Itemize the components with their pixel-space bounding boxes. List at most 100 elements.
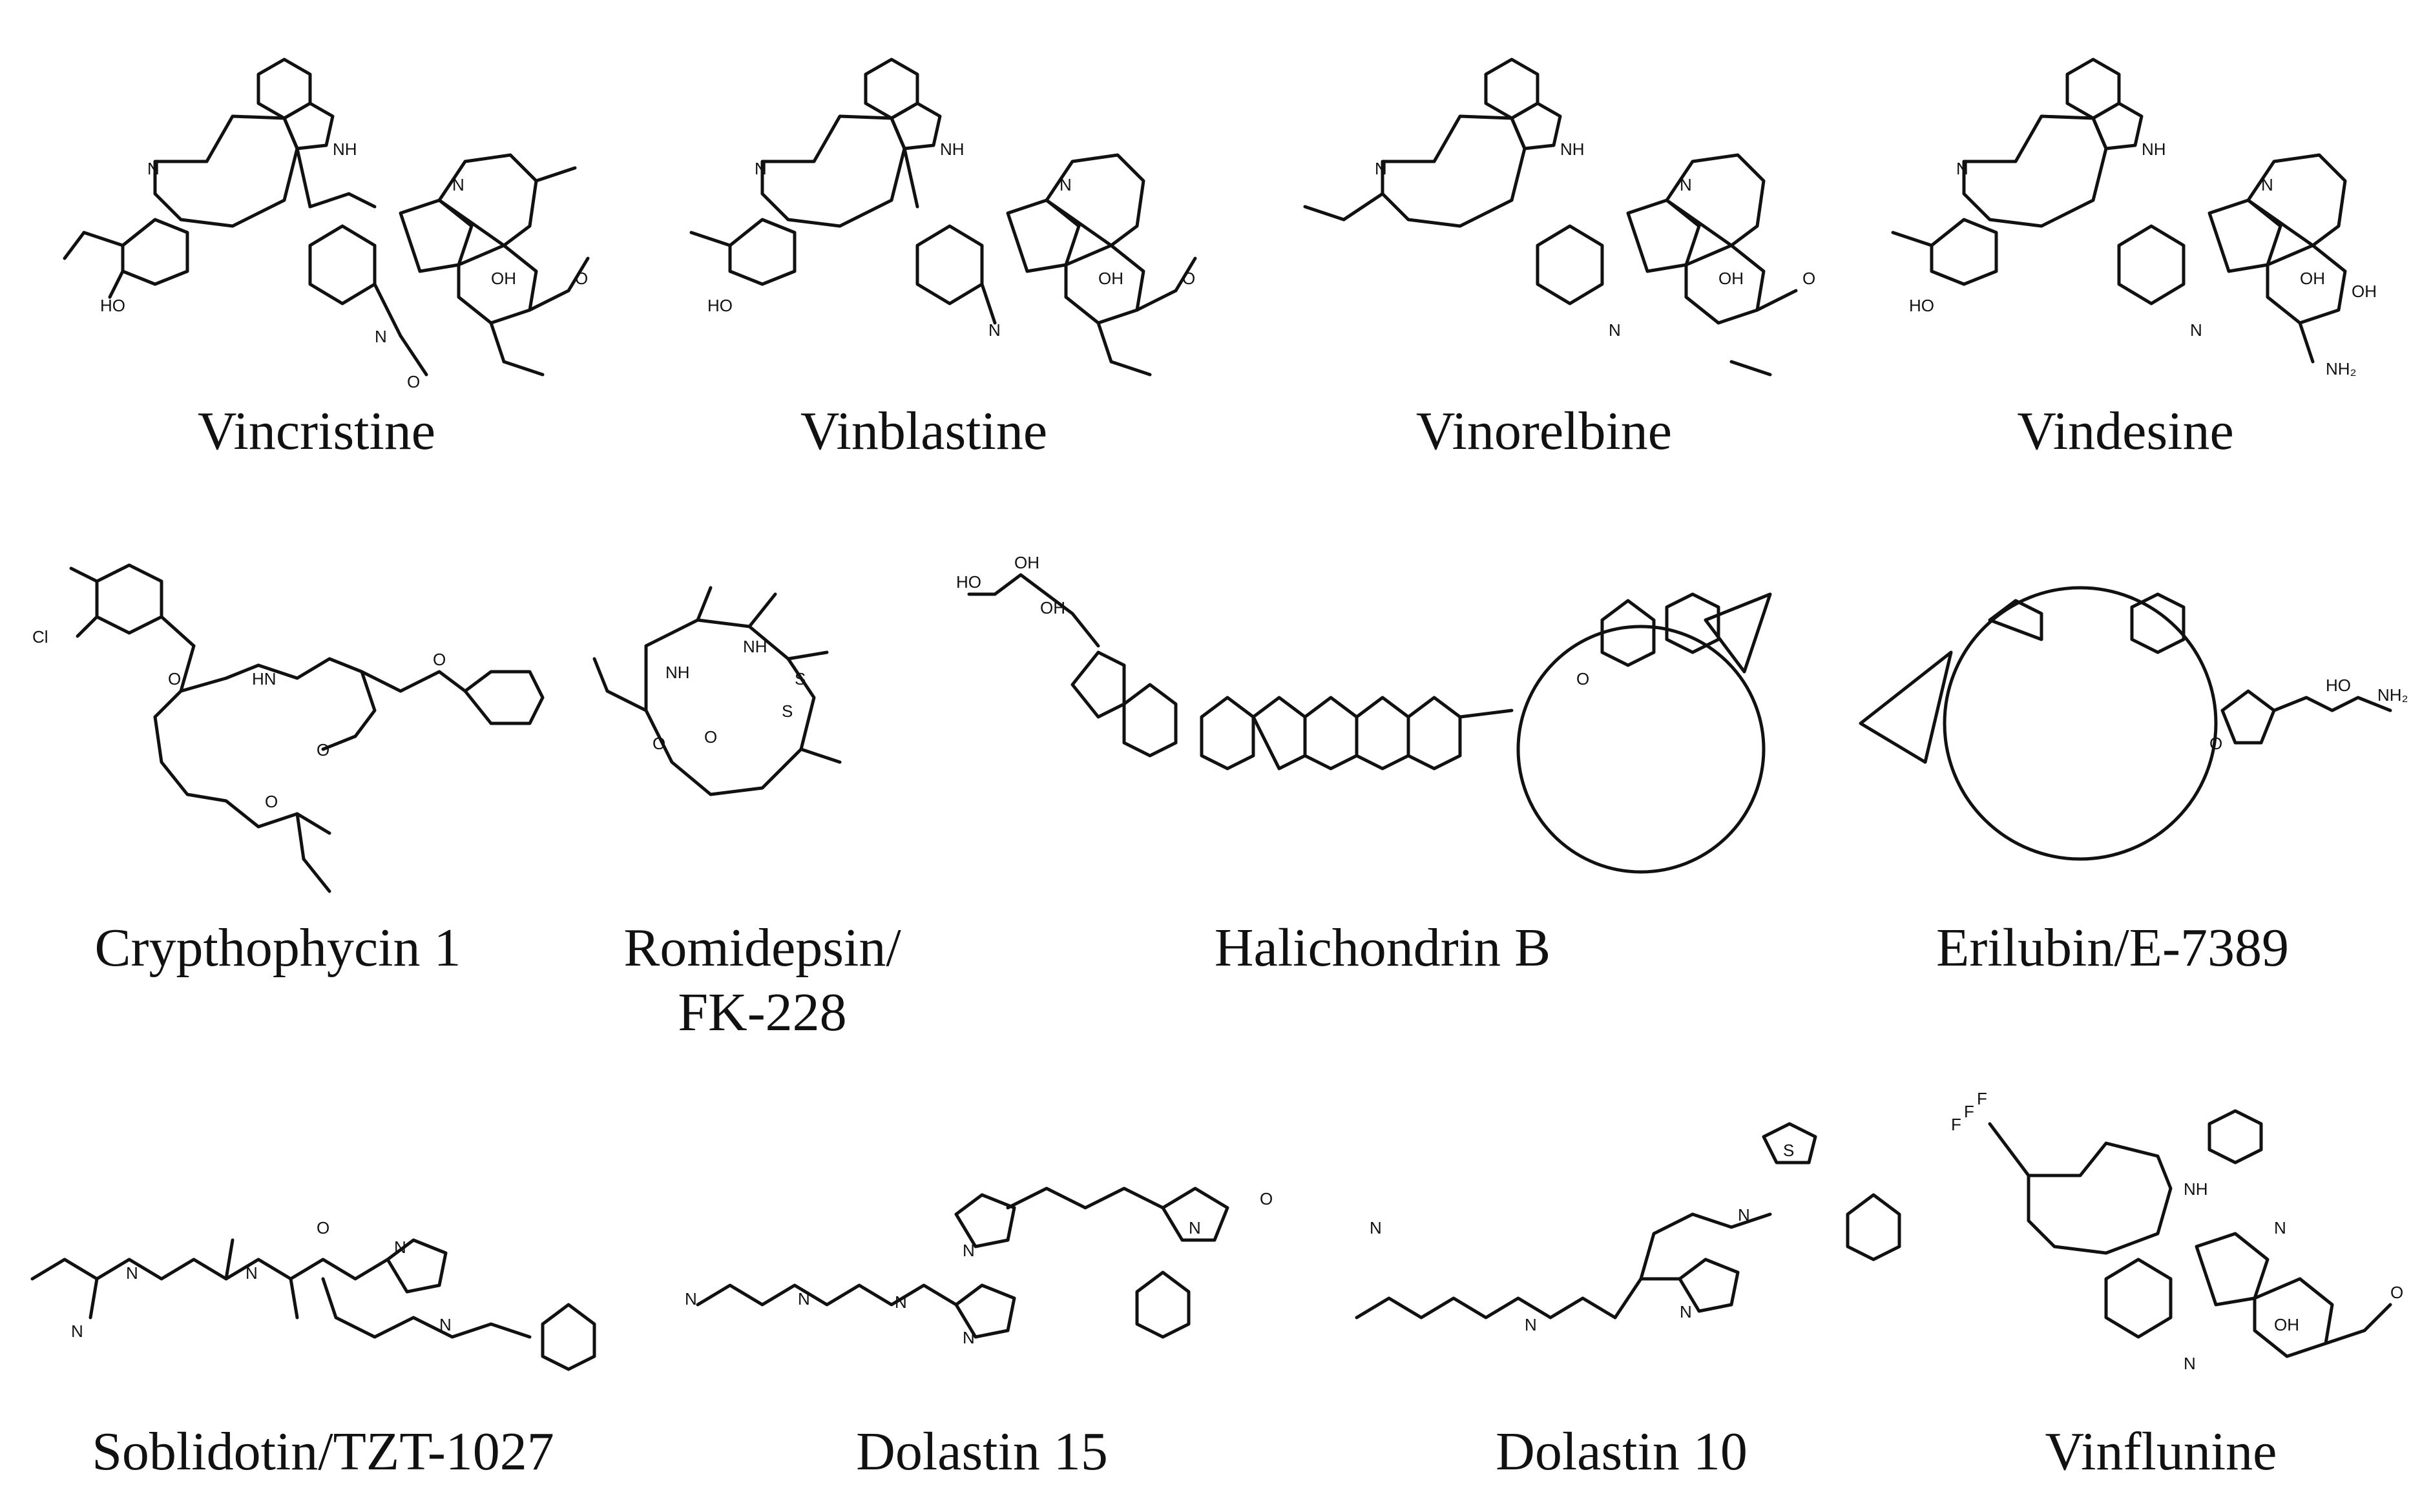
halichondrin-structure: HO OH OH O <box>956 553 1772 874</box>
svg-text:O: O <box>317 740 329 760</box>
svg-text:F: F <box>1951 1115 1961 1134</box>
svg-text:N: N <box>1680 175 1692 194</box>
cryptophycin-structure: Cl O HN O O O <box>32 563 545 893</box>
compound-name: Crypthophycin 1 <box>94 918 461 978</box>
svg-text:N: N <box>1609 320 1621 340</box>
halichondrin-panel: HO OH OH O Halichondrin B <box>956 553 1809 995</box>
svg-text:N: N <box>895 1292 907 1312</box>
svg-text:O: O <box>1576 669 1589 689</box>
svg-text:OH: OH <box>1098 269 1123 288</box>
svg-text:N: N <box>1375 159 1387 178</box>
svg-text:NH: NH <box>333 140 357 159</box>
svg-text:HO: HO <box>100 296 125 315</box>
svg-text:N: N <box>2261 175 2273 194</box>
svg-text:N: N <box>988 320 1001 340</box>
eribulin-structure: HO NH₂ O <box>1859 586 2408 861</box>
compound-name: Dolastin 15 <box>856 1422 1108 1482</box>
svg-text:O: O <box>575 269 588 288</box>
svg-text:N: N <box>439 1315 452 1334</box>
svg-text:Cl: Cl <box>32 627 48 647</box>
dolastatin10-structure: N N N N S <box>1355 1122 1901 1334</box>
svg-text:N: N <box>147 159 160 178</box>
svg-text:N: N <box>452 175 464 194</box>
svg-text:N: N <box>2190 320 2202 340</box>
vindesine-structure: NH N HO N OH OH N NH₂ <box>1891 57 2377 378</box>
compound-name: Halichondrin B <box>1214 918 1551 978</box>
svg-text:O: O <box>265 792 278 811</box>
svg-text:N: N <box>394 1238 406 1257</box>
svg-text:N: N <box>798 1289 810 1309</box>
svg-text:N: N <box>685 1289 697 1309</box>
compound-name: Vinflunine <box>2045 1422 2277 1482</box>
svg-text:N: N <box>1525 1315 1537 1334</box>
compound-name-line2: FK-228 <box>678 982 847 1042</box>
svg-text:NH: NH <box>665 663 690 682</box>
svg-text:O: O <box>407 372 420 391</box>
vindesine-panel: NH N HO N OH OH N NH₂ Vindesine <box>1848 13 2403 478</box>
compound-name: Vinblastine <box>800 401 1048 461</box>
svg-text:O: O <box>1260 1189 1273 1208</box>
compound-name: Erilubin/E-7389 <box>1936 918 2289 978</box>
svg-text:OH: OH <box>1014 553 1039 572</box>
svg-text:OH: OH <box>1040 598 1065 617</box>
svg-text:O: O <box>168 669 181 689</box>
svg-text:NH₂: NH₂ <box>2377 685 2408 705</box>
compound-name: Dolastin 10 <box>1496 1422 1748 1482</box>
svg-text:O: O <box>2209 734 2222 753</box>
svg-text:O: O <box>317 1218 329 1238</box>
vinflunine-structure: F F F NH N N OH O <box>1951 1089 2403 1373</box>
compound-name: Romidepsin/ <box>623 918 901 978</box>
svg-text:N: N <box>375 327 387 346</box>
compound-name: Soblidotin/TZT-1027 <box>92 1422 554 1482</box>
svg-text:N: N <box>755 159 767 178</box>
svg-text:O: O <box>704 727 717 747</box>
svg-text:N: N <box>1956 159 1968 178</box>
svg-text:O: O <box>2390 1283 2403 1302</box>
soblidotin-panel: N N N O N N Soblidotin/TZT-1027 <box>13 1085 633 1511</box>
svg-text:N: N <box>1738 1205 1750 1225</box>
svg-text:N: N <box>2184 1354 2196 1373</box>
svg-text:N: N <box>71 1321 83 1341</box>
svg-text:NH: NH <box>2142 140 2166 159</box>
cryptophycin-panel: Cl O HN O O O Crypthophycin 1 <box>13 555 545 995</box>
svg-text:NH: NH <box>940 140 965 159</box>
svg-text:HN: HN <box>252 669 277 689</box>
vinblastine-structure: NH N HO N OH N O <box>689 57 1197 377</box>
svg-text:N: N <box>126 1263 138 1283</box>
svg-text:S: S <box>782 701 793 721</box>
svg-text:OH: OH <box>491 269 516 288</box>
vinflunine-panel: F F F NH N N OH O Vinflunine <box>1912 1085 2410 1511</box>
svg-text:O: O <box>1182 269 1195 288</box>
svg-text:HO: HO <box>1909 296 1934 315</box>
svg-text:O: O <box>1802 269 1815 288</box>
svg-text:NH: NH <box>743 637 767 656</box>
svg-text:N: N <box>1059 175 1072 194</box>
vinorelbine-panel: NH N N OH N O Vinorelbine <box>1266 13 1822 478</box>
dolastatin15-structure: N N N N N N O <box>685 1186 1273 1347</box>
soblidotin-structure: N N N O N N <box>30 1218 596 1371</box>
svg-text:O: O <box>652 734 665 753</box>
svg-text:OH: OH <box>1718 269 1744 288</box>
romidepsin-panel: NH NH S S O O Romidepsin/ FK-228 <box>581 555 943 1059</box>
eribulin-panel: HO NH₂ O Erilubin/E-7389 <box>1822 555 2408 995</box>
svg-text:NH₂: NH₂ <box>2326 359 2357 378</box>
svg-text:N: N <box>1680 1302 1692 1321</box>
svg-text:OH: OH <box>2274 1315 2299 1334</box>
svg-text:NH: NH <box>2184 1179 2208 1199</box>
svg-text:NH: NH <box>1560 140 1585 159</box>
vinblastine-panel: NH N HO N OH N O Vinblastine <box>646 13 1202 478</box>
svg-text:N: N <box>2274 1218 2286 1238</box>
svg-text:N: N <box>245 1263 258 1283</box>
compound-name: Vinorelbine <box>1415 401 1673 461</box>
dolastatin10-panel: N N N N S Dolastin 10 <box>1318 1085 1925 1511</box>
dolastatin15-panel: N N N N N N O Dolastin 15 <box>659 1085 1305 1511</box>
svg-text:F: F <box>1964 1102 1974 1121</box>
svg-text:HO: HO <box>956 572 981 592</box>
svg-text:O: O <box>433 650 446 669</box>
svg-text:F: F <box>1977 1089 1987 1108</box>
svg-text:S: S <box>1783 1141 1794 1160</box>
svg-text:HO: HO <box>2326 676 2351 695</box>
svg-text:N: N <box>1370 1218 1382 1238</box>
svg-text:OH: OH <box>2352 282 2377 301</box>
